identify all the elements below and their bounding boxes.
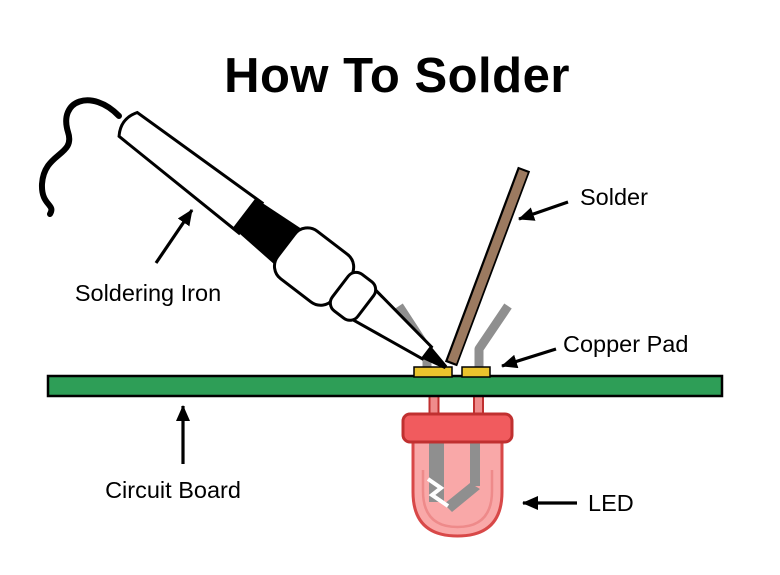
diagram-title: How To Solder [224, 49, 570, 103]
iron-handle [117, 110, 265, 236]
copper-pad-arrow [501, 347, 557, 369]
label-circuit-board: Circuit Board [105, 477, 241, 503]
circuit-board-bar [46, 374, 724, 398]
led-leg-right [474, 303, 512, 374]
solder-arrow [518, 200, 569, 221]
iron-tip [422, 346, 448, 369]
label-solder: Solder [580, 184, 648, 210]
led-dome [411, 439, 504, 538]
label-led: LED [588, 490, 634, 516]
led-notch-crack [426, 477, 450, 508]
iron-nut [328, 270, 378, 322]
led-flange [401, 412, 514, 444]
led-illustration [401, 393, 514, 538]
led-dome-inner-line [421, 470, 494, 529]
led-cathode-post [470, 440, 480, 486]
copper-pad-right [461, 366, 491, 378]
led-bond-wire [444, 483, 480, 512]
label-copper-pad: Copper Pad [563, 331, 688, 357]
iron-power-cord [38, 97, 122, 217]
soldering-iron-illustration [38, 97, 448, 369]
solder-wire [447, 169, 528, 364]
label-soldering-iron: Soldering Iron [75, 280, 221, 306]
soldering-iron-arrow [154, 209, 194, 264]
copper-pad-left [413, 366, 453, 378]
